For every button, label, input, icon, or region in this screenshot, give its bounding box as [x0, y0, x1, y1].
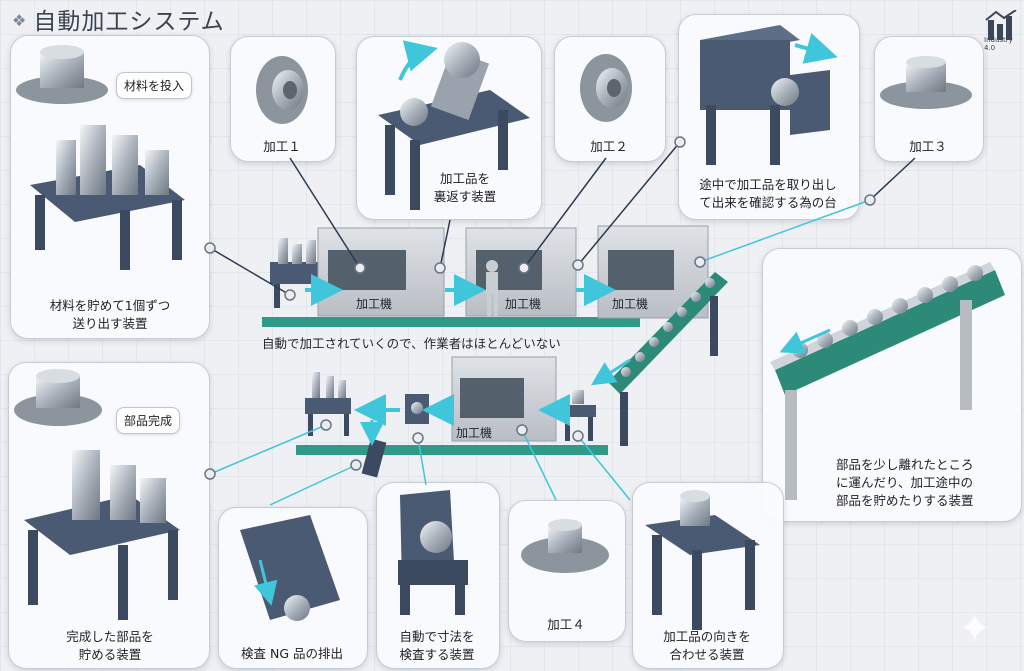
lower-orient-mini	[562, 390, 596, 441]
center-conveyor-icon	[590, 272, 728, 446]
upper-line-floor	[262, 317, 640, 327]
label-flipper: 加工品を 裏返す装置	[433, 171, 497, 205]
machine-2-label: 加工機	[505, 297, 542, 311]
machine-1-label: 加工機	[356, 297, 393, 311]
conveyor-large-icon	[770, 262, 1005, 500]
label-measure: 自動で寸法を 検査する装置	[399, 629, 475, 663]
inspect-table-icon	[700, 25, 838, 165]
logo-text: Industry 4.0	[984, 36, 1013, 52]
lower-line-floor	[296, 445, 608, 455]
label-inspect-table: 途中で加工品を取り出し て出来を確認する為の台	[699, 177, 837, 211]
operator-icon	[486, 260, 498, 316]
connector-lines-dark	[209, 141, 916, 296]
label-orient: 加工品の向きを 合わせる装置	[663, 629, 751, 663]
connector-nodes	[204, 136, 876, 480]
orient-device-icon	[645, 490, 760, 630]
sparkle-icon: ✦	[958, 606, 992, 652]
label-feeder: 材料を貯めて1個ずつ 送り出す装置	[49, 298, 171, 332]
tag-parts-done: 部品完成	[116, 407, 181, 434]
tag-material-in: 材料を投入	[116, 72, 193, 99]
machine-3-icon	[597, 225, 709, 319]
lower-measure-mini	[405, 394, 429, 424]
machine-4-label: 加工機	[456, 426, 493, 440]
feeder-table-icon	[30, 125, 185, 270]
lower-storage-mini	[305, 372, 351, 436]
title-diamond-icon: ❖	[12, 11, 28, 30]
storage-part-icon	[14, 369, 102, 426]
label-proc3: 加工３	[909, 139, 947, 154]
proc4-part-icon	[521, 519, 609, 573]
flipper-device-icon	[378, 40, 530, 210]
label-proc2: 加工２	[590, 139, 628, 154]
label-conveyor: 部品を少し離れたところ に運んだり、加工途中の 部品を貯めたりする装置	[836, 457, 974, 509]
line-caption: 自動で加工されていくので、作業者はほとんどいない	[262, 336, 561, 351]
proc1-part-icon	[256, 56, 308, 124]
storage-table-icon	[24, 450, 180, 620]
measure-device-icon	[398, 490, 468, 615]
label-proc1: 加工１	[263, 139, 301, 154]
label-ng-eject: 検査 NG 品の排出	[241, 646, 343, 661]
ng-chute-icon	[240, 515, 340, 621]
lower-ng-chute-mini	[361, 438, 387, 478]
label-proc4: 加工４	[547, 617, 585, 632]
title-text: 自動加工システム	[33, 9, 225, 35]
industry-logo-icon	[985, 10, 1017, 40]
page-title: ❖ 自動加工システム	[12, 2, 225, 36]
proc2-part-icon	[580, 54, 632, 122]
label-storage: 完成した部品を 貯める装置	[66, 629, 154, 663]
machine-3-label: 加工機	[612, 297, 649, 311]
proc3-part-icon	[880, 56, 972, 109]
feeder-part-icon	[16, 45, 108, 104]
lower-flow-arrows	[354, 394, 570, 446]
connector-lines-cyan	[209, 199, 871, 506]
